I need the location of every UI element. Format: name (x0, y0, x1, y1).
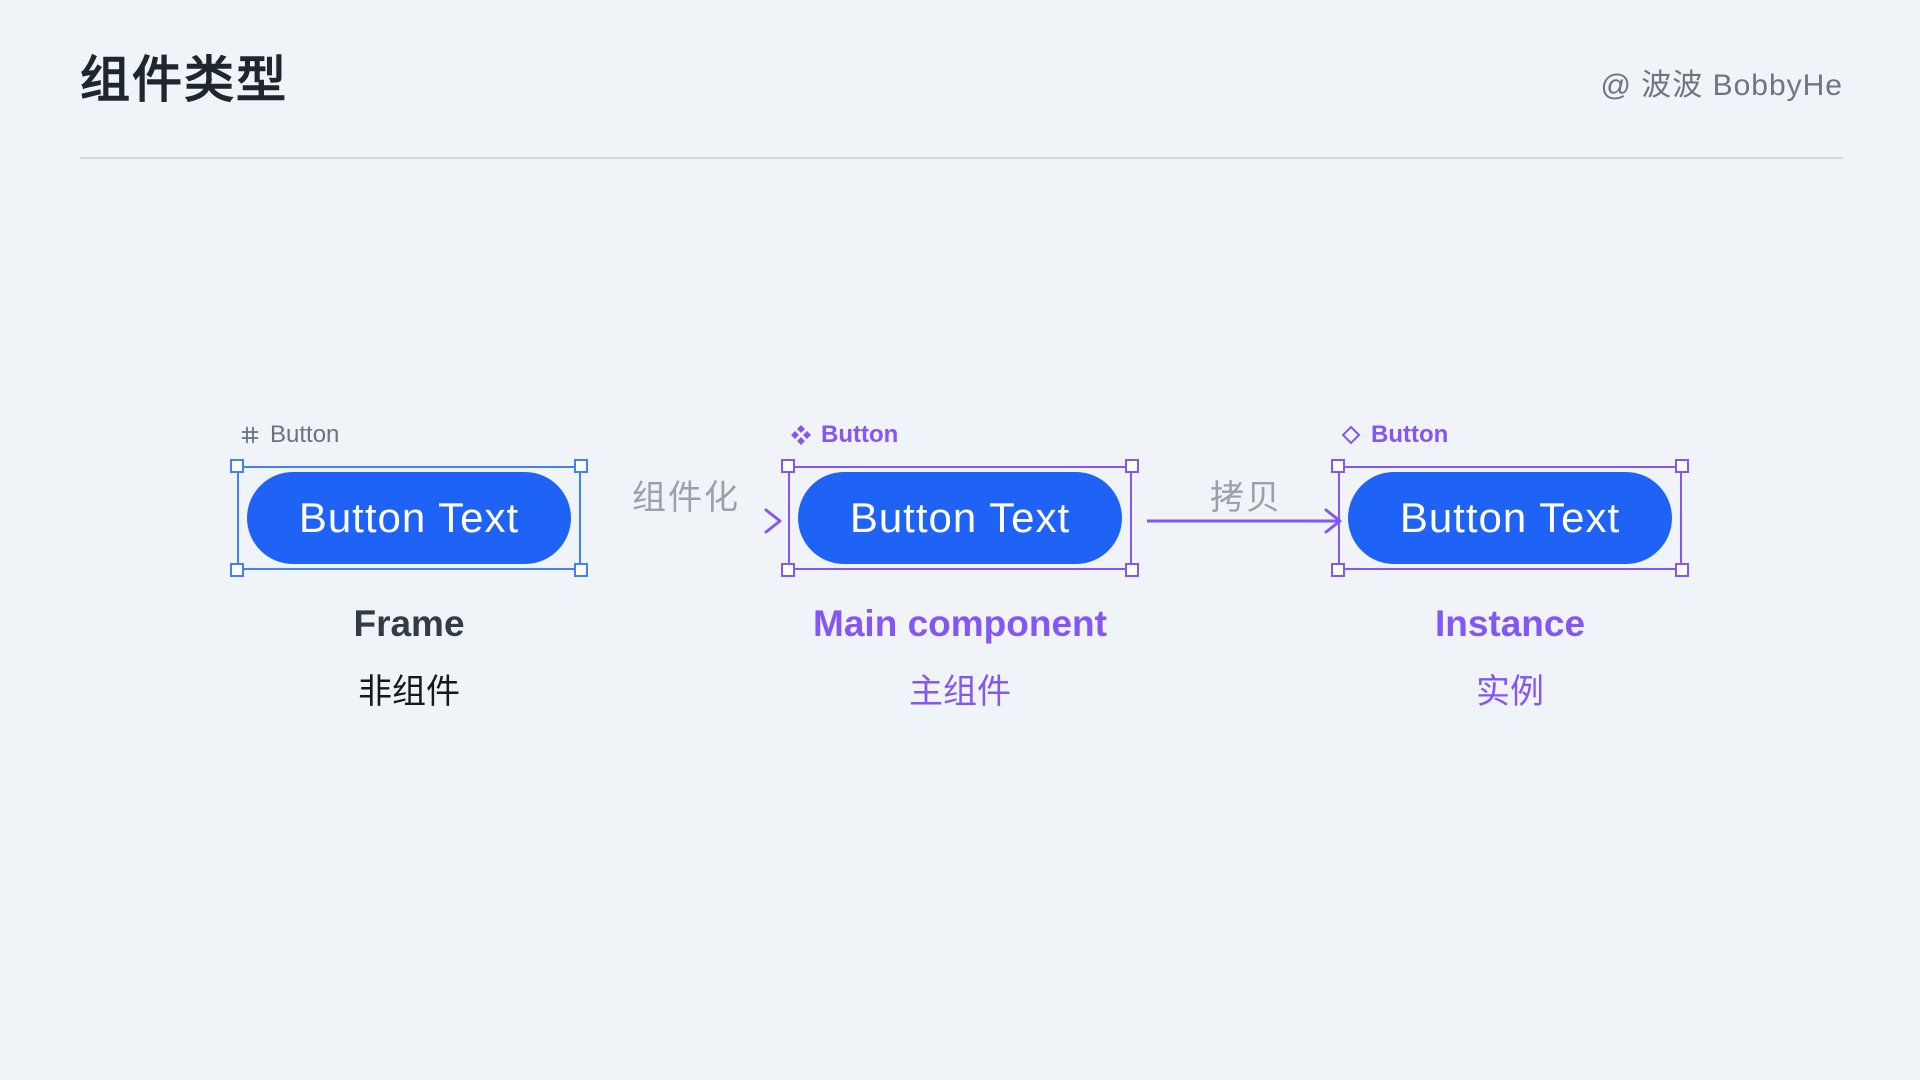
instance-group: Button Button Text Instance 实例 (1331, 420, 1689, 712)
instance-caption-zh: 实例 (1476, 673, 1544, 711)
main-component-icon (790, 424, 812, 446)
instance-selection-box: Button Text (1331, 459, 1689, 577)
selection-handle[interactable] (230, 459, 244, 473)
instance-layer-label[interactable]: Button (1338, 420, 1682, 450)
selection-handle[interactable] (781, 563, 795, 577)
header-divider (80, 157, 1843, 159)
main-component-caption-zh: 主组件 (909, 673, 1011, 711)
instance-icon (1340, 424, 1362, 446)
selection-handle[interactable] (1125, 459, 1139, 473)
layer-name: Button (821, 421, 899, 448)
selection-handle[interactable] (1675, 563, 1689, 577)
instance-button[interactable]: Button Text (1348, 472, 1672, 564)
main-component-group: Button Button Text Main component 主组件 (781, 420, 1139, 712)
componentize-arrow-label: 组件化 (632, 479, 740, 517)
selection-handle[interactable] (230, 563, 244, 577)
main-component-caption-en: Main component (813, 603, 1107, 644)
author-attribution: @ 波波 BobbyHe (1600, 69, 1843, 102)
selection-handle[interactable] (574, 563, 588, 577)
frame-caption-zh: 非组件 (358, 673, 460, 711)
frame-caption-en: Frame (353, 603, 465, 644)
frame-group: Button Button Text Frame 非组件 (230, 420, 588, 712)
instance-caption-en: Instance (1434, 603, 1586, 644)
componentize-arrow (587, 508, 782, 534)
main-component-layer-label[interactable]: Button (788, 420, 1132, 450)
copy-arrow-label: 拷贝 (1210, 479, 1282, 517)
selection-handle[interactable] (1331, 563, 1345, 577)
selection-handle[interactable] (1675, 459, 1689, 473)
selection-handle[interactable] (1331, 459, 1345, 473)
frame-icon (239, 424, 261, 446)
selection-handle[interactable] (1125, 563, 1139, 577)
copy-arrow (1147, 508, 1342, 534)
selection-handle[interactable] (781, 459, 795, 473)
frame-button[interactable]: Button Text (247, 472, 571, 564)
page-title: 组件类型 (80, 52, 288, 108)
main-component-selection-box: Button Text (781, 459, 1139, 577)
layer-name: Button (1371, 421, 1449, 448)
selection-handle[interactable] (574, 459, 588, 473)
main-component-button[interactable]: Button Text (798, 472, 1122, 564)
frame-selection-box: Button Text (230, 459, 588, 577)
frame-layer-label[interactable]: Button (237, 420, 581, 450)
layer-name: Button (270, 421, 340, 448)
